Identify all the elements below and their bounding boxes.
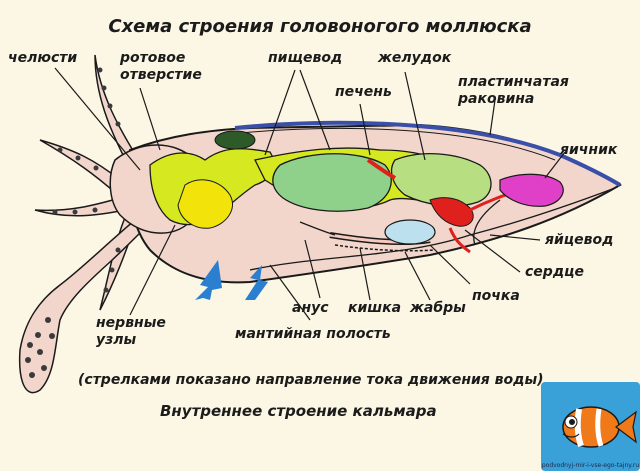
ink-gland: [214, 130, 256, 150]
label-nerve-1: нервные: [96, 315, 166, 331]
label-nerve-2: узлы: [96, 332, 137, 348]
label-mouth-1: ротовое: [119, 50, 185, 66]
shell-pen: [234, 120, 622, 187]
diagram-title: Схема строения головоногого моллюска: [108, 16, 531, 37]
heart: [429, 197, 474, 227]
mantle-cavity-line: [249, 187, 616, 271]
label-ovary: яичник: [559, 142, 618, 158]
kidney: [384, 219, 436, 245]
arrow-in-icon: [245, 265, 268, 300]
label-mouth-2: отверстие: [120, 67, 202, 83]
caption-water-flow: (стрелками показано направление тока дви…: [78, 372, 544, 388]
gills: [334, 244, 436, 252]
diagram-subtitle: Внутреннее строение кальмара: [160, 402, 437, 420]
label-esophagus: пищевод: [268, 50, 342, 66]
label-intestine: кишка: [348, 300, 401, 316]
label-shell-1: пластинчатая: [458, 74, 569, 90]
suckers: [25, 67, 121, 378]
label-stomach: желудок: [377, 50, 452, 66]
water-flow-arrows: [195, 260, 268, 300]
label-mantle-cavity: мантийная полость: [235, 326, 391, 342]
arrow-out-icon: [195, 260, 222, 300]
label-heart: сердце: [525, 264, 584, 280]
liver-vessel: [366, 158, 397, 180]
vena: [448, 227, 471, 254]
shell-inner-line: [239, 127, 556, 161]
arm-front: [34, 197, 127, 217]
label-liver: печень: [335, 84, 392, 100]
rectum: [299, 221, 336, 236]
clownfish-logo-icon: [541, 382, 640, 471]
liver: [272, 153, 392, 212]
label-anus: анус: [292, 300, 329, 316]
logo-caption[interactable]: podvodnyj-mir-i-vse-ego-tajny.ru: [541, 462, 640, 469]
ovary: [499, 173, 564, 207]
site-logo[interactable]: podvodnyj-mir-i-vse-ego-tajny.ru: [541, 382, 640, 471]
leader-lines: [54, 67, 566, 321]
arm-middle: [39, 139, 121, 197]
label-oviduct: яйцевод: [544, 232, 613, 248]
label-kidney: почка: [472, 288, 520, 304]
nerve-ganglia: [177, 179, 233, 229]
label-gills: жабры: [409, 300, 466, 316]
label-jaws: челюсти: [8, 50, 77, 66]
oviduct: [473, 199, 501, 246]
tentacle-club: [18, 219, 147, 394]
label-shell-2: раковина: [457, 91, 534, 107]
stomach: [391, 153, 492, 207]
